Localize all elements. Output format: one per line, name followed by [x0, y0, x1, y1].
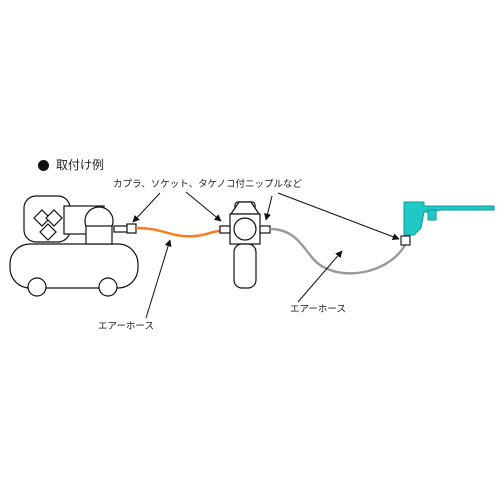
regulator-port-right — [259, 225, 271, 234]
arrow-to-orange-hose — [145, 239, 172, 319]
compressor-motor-diamond-2 — [45, 209, 63, 227]
hose-arrows — [145, 239, 343, 319]
regulator-bowl — [233, 243, 257, 289]
arrow-to-regulator-inlet — [185, 191, 222, 222]
compressor-pump — [85, 225, 113, 245]
title-bullet — [38, 160, 49, 171]
hose-label-left: エアーホース — [98, 321, 154, 332]
air-gun — [403, 201, 495, 236]
air-gun-inlet — [400, 235, 411, 246]
gray-air-hose — [269, 227, 407, 275]
arrow-to-compressor-coupler — [132, 192, 161, 223]
compressor-tank — [9, 243, 139, 289]
compressor-wheel-right — [98, 277, 118, 297]
compressor-wheel-left — [27, 277, 47, 297]
arrow-to-gray-hose — [297, 250, 343, 303]
compressor-motor-diamond-3 — [39, 223, 57, 241]
hose-label-right: エアーホース — [290, 304, 346, 315]
regulator-port-left — [219, 225, 231, 234]
regulator-gauge — [233, 217, 257, 241]
filter-regulator — [219, 201, 271, 289]
orange-air-hose — [135, 226, 221, 238]
coupler-left — [126, 223, 137, 234]
compressor — [9, 195, 139, 297]
arrow-to-regulator-outlet — [264, 195, 273, 221]
compressor-outlet — [113, 225, 129, 233]
fitting-arrows — [132, 191, 400, 241]
fittings-label: カプラ、ソケット、タケノコ付ニップルなど — [113, 179, 303, 190]
arrow-to-air-gun-inlet — [277, 192, 400, 241]
diagram-title: 取付け例 — [56, 158, 105, 172]
